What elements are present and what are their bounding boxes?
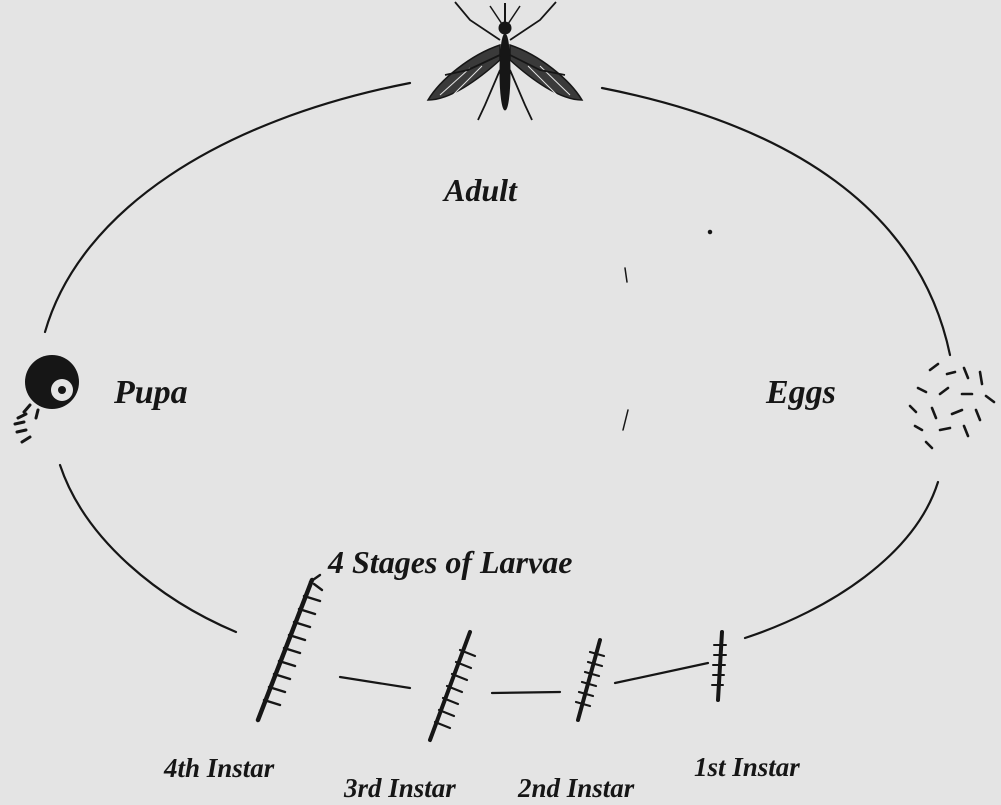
adult-mosquito-icon <box>428 2 582 120</box>
arc-4th-instar-to-pupa <box>60 465 236 632</box>
label-4th-instar: 4th Instar <box>164 753 274 784</box>
label-2nd-instar: 2nd Instar <box>518 773 634 804</box>
larva-3rd-instar-icon <box>430 632 475 740</box>
label-larvae-title: 4 Stages of Larvae <box>328 544 572 581</box>
label-adult: Adult <box>444 172 517 209</box>
larva-2nd-instar-icon <box>576 640 604 720</box>
arc-eggs-to-1st-instar <box>745 482 938 638</box>
larva-4th-instar-icon <box>258 575 322 720</box>
connector-1st-2nd <box>615 663 708 683</box>
label-1st-instar: 1st Instar <box>694 752 800 783</box>
label-3rd-instar: 3rd Instar <box>344 773 456 804</box>
connector-2nd-3rd <box>492 692 560 693</box>
label-pupa: Pupa <box>114 374 188 412</box>
stray-marks <box>623 231 712 431</box>
pupa-icon <box>15 355 79 442</box>
arc-pupa-to-adult <box>45 83 410 332</box>
larva-1st-instar-icon <box>712 632 726 700</box>
connector-3rd-4th <box>340 677 410 688</box>
label-eggs: Eggs <box>766 374 836 412</box>
arc-adult-to-eggs <box>602 88 950 355</box>
eggs-icon <box>910 364 994 448</box>
